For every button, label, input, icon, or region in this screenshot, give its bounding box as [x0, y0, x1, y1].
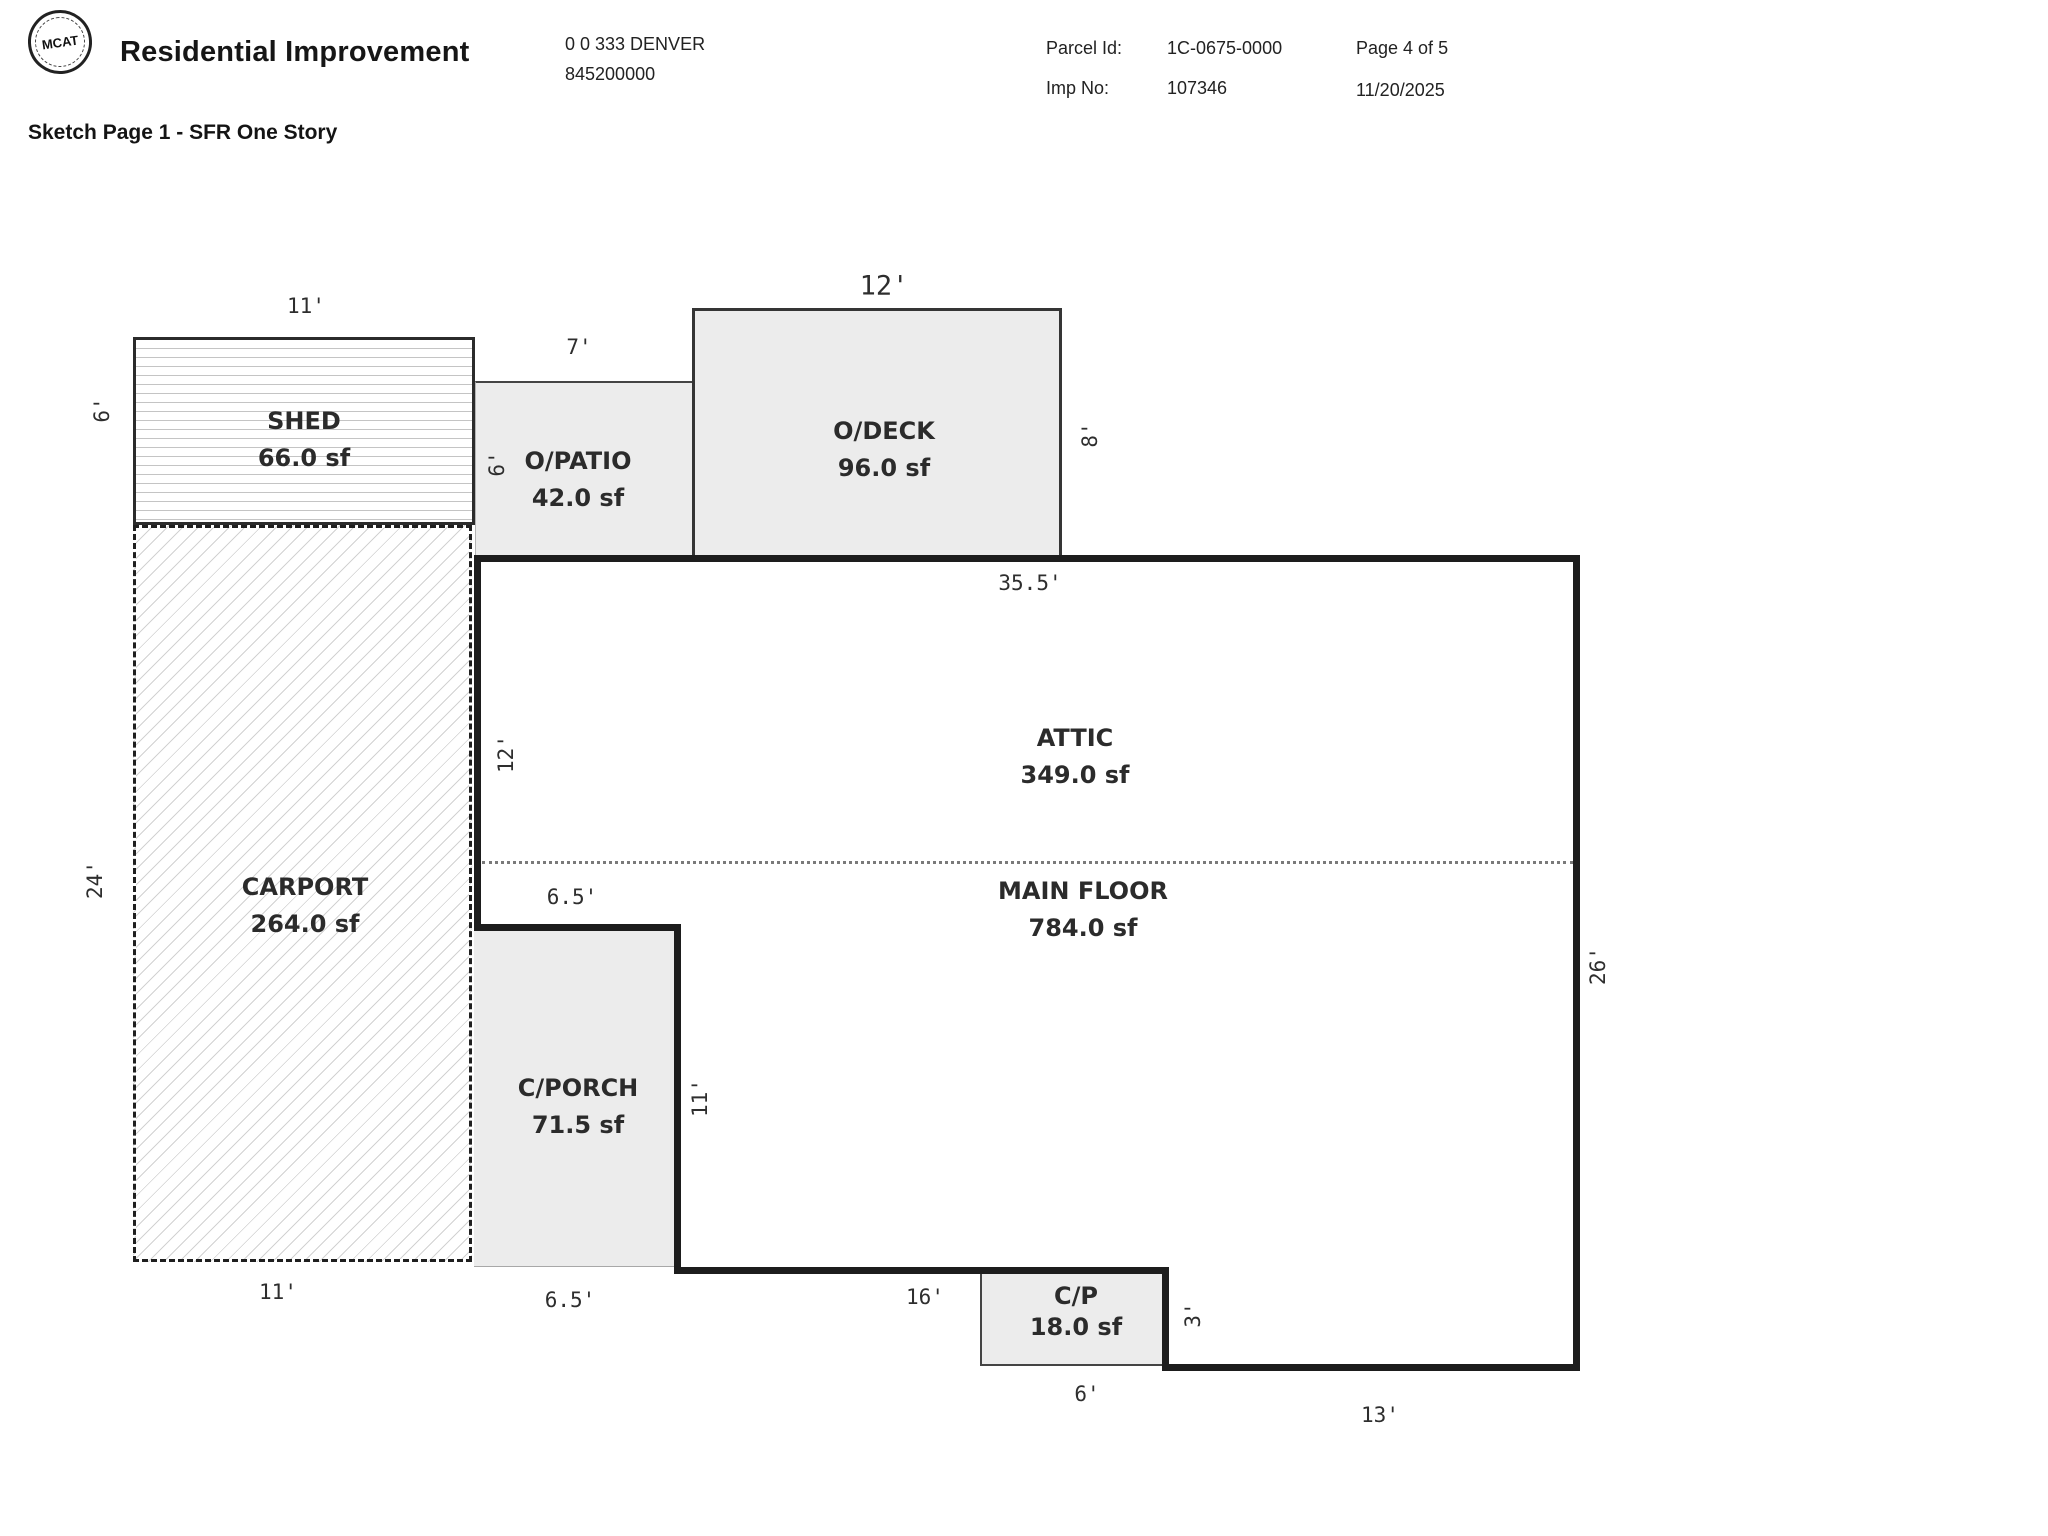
- main-floor-step-wall: [1162, 1267, 1169, 1371]
- shed-label: SHED 66.0 sf: [258, 403, 350, 477]
- covered-porch-label: C/PORCH 71.5 sf: [518, 1070, 639, 1144]
- assessor-seal-text: MCAT: [40, 32, 80, 52]
- dim-cp-bottom: 6': [1074, 1382, 1100, 1406]
- open-deck-label: O/DECK 96.0 sf: [833, 413, 935, 487]
- carport-region: [133, 525, 472, 1262]
- dim-bottom-mid: 16': [906, 1285, 944, 1309]
- property-address: 0 0 333 DENVER: [565, 34, 706, 54]
- cporch-top-wall: [474, 924, 681, 931]
- open-patio-name: O/PATIO: [524, 447, 632, 475]
- covered-porch-small-region: [980, 1273, 1165, 1366]
- open-deck-name: O/DECK: [833, 417, 935, 445]
- attic-name: ATTIC: [1036, 724, 1114, 752]
- attic-area: 349.0 sf: [1020, 761, 1130, 789]
- dim-cporch-bottom: 6.5': [544, 1288, 596, 1312]
- covered-porch-name: C/PORCH: [517, 1074, 639, 1102]
- open-patio-area: 42.0 sf: [531, 484, 625, 512]
- dim-patio-top: 7': [566, 335, 592, 359]
- main-floor-bottom-middle-wall: [674, 1267, 1169, 1274]
- main-floor-top-wall: [474, 555, 1580, 562]
- print-date: 11/20/2025: [1356, 80, 1445, 100]
- main-floor-right-wall: [1573, 555, 1580, 1371]
- dim-cporch-right: 11': [688, 1079, 712, 1117]
- main-floor-bottom-right-wall: [1162, 1364, 1580, 1371]
- attic-mainfloor-divider-line: [482, 861, 1573, 864]
- carport-name: CARPORT: [241, 873, 369, 901]
- dim-deck-top: 12': [859, 270, 909, 302]
- dim-cp-right: 3': [1181, 1302, 1205, 1328]
- dim-main-right: 26': [1586, 947, 1610, 985]
- main-floor-name: MAIN FLOOR: [998, 877, 1168, 905]
- open-patio-label: O/PATIO 42.0 sf: [525, 443, 632, 517]
- assessor-seal-logo: MCAT: [23, 5, 97, 79]
- open-patio-region: [475, 381, 692, 560]
- covered-porch-area: 71.5 sf: [531, 1111, 625, 1139]
- dim-carport-left: 24': [83, 861, 107, 899]
- assessor-seal-inner-ring: MCAT: [31, 13, 89, 71]
- page-title: Residential Improvement: [120, 36, 470, 68]
- shed-name: SHED: [267, 407, 341, 435]
- dim-deck-right: 8': [1078, 422, 1102, 448]
- open-deck-region: [692, 308, 1062, 560]
- cp-label: C/P 18.0 sf: [1030, 1281, 1122, 1343]
- sketch-section-title: Sketch Page 1 - SFR One Story: [28, 121, 338, 144]
- dim-cporch-top: 6.5': [546, 885, 598, 909]
- cp-area: 18.0 sf: [1029, 1313, 1123, 1341]
- covered-porch-region: [474, 931, 674, 1267]
- imp-no-value: 107346: [1167, 78, 1228, 98]
- cp-name: C/P: [1054, 1282, 1098, 1310]
- dim-bottom-right: 13': [1361, 1403, 1399, 1427]
- attic-label: ATTIC 349.0 sf: [1021, 720, 1130, 794]
- open-deck-area: 96.0 sf: [837, 454, 931, 482]
- dim-main-top: 35.5': [998, 571, 1062, 595]
- dim-carport-bottom: 11': [259, 1280, 297, 1304]
- main-floor-area: 784.0 sf: [1028, 914, 1138, 942]
- dim-main-left: 12': [494, 735, 518, 773]
- dim-patio-left: 6': [485, 451, 509, 477]
- parcel-id-label: Parcel Id:: [1046, 38, 1123, 58]
- dim-shed-top: 11': [287, 294, 325, 318]
- imp-no-label: Imp No:: [1046, 78, 1110, 98]
- main-floor-left-wall: [474, 555, 481, 931]
- parcel-id-value: 1C-0675-0000: [1167, 38, 1283, 58]
- shed-area: 66.0 sf: [257, 444, 351, 472]
- property-account-number: 845200000: [565, 64, 656, 84]
- shed-region: [133, 337, 475, 525]
- page-number: Page 4 of 5: [1356, 38, 1449, 58]
- cporch-right-wall: [674, 924, 681, 1274]
- carport-label: CARPORT 264.0 sf: [242, 869, 368, 943]
- main-floor-label: MAIN FLOOR 784.0 sf: [998, 873, 1168, 947]
- dim-shed-left: 6': [90, 397, 114, 423]
- carport-area: 264.0 sf: [250, 910, 360, 938]
